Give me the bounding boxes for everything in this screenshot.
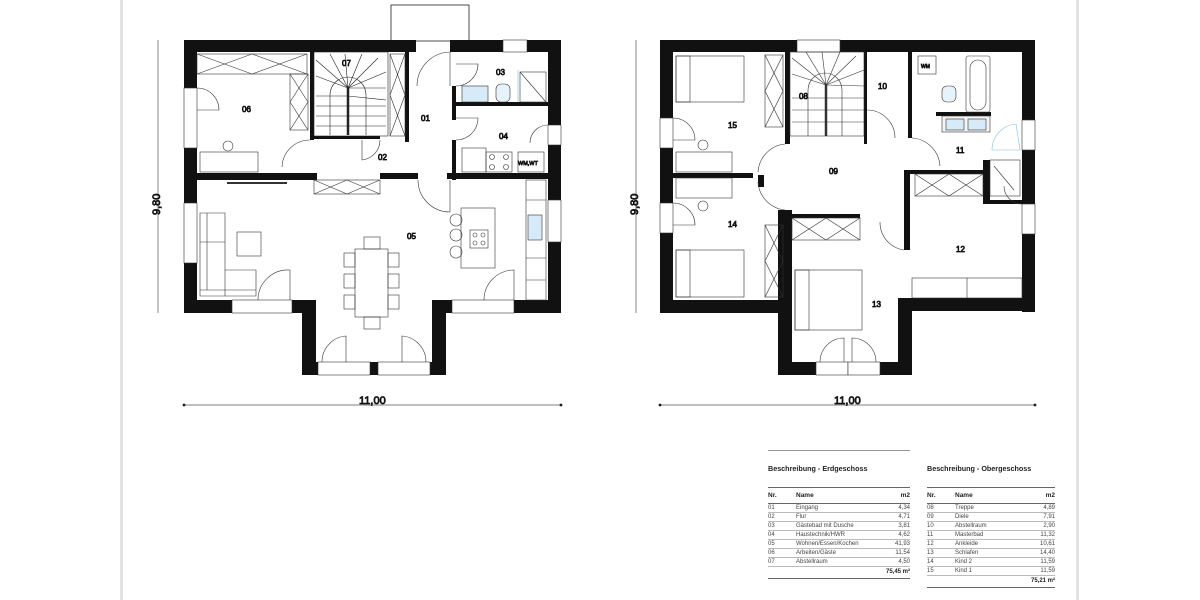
ground-width-dimension: 11,00 [359,395,386,407]
room-label-07: 07 [342,59,351,68]
upper-width-dimension: 11,00 [834,395,861,407]
total-row: 75,45 m² [768,566,910,579]
upper-floor-plan: WM 08 09 10 11 12 13 14 15 9,80 11,00 [629,39,1037,407]
room-label-01: 01 [421,114,430,123]
room-label-04: 04 [499,132,508,141]
room-label-05: 05 [407,232,416,241]
room-label-10: 10 [878,82,887,91]
legend-ground-floor: Beschreibung - Erdgeschoss Nr. Name m2 0… [768,450,910,579]
room-label-11: 11 [956,146,965,155]
total-row: 75,21 m² [927,575,1055,588]
col-area: m2 [900,492,910,499]
legend-title: Beschreibung - Obergeschoss [927,464,1032,473]
room-label-03: 03 [496,68,505,77]
col-nr: Nr. [927,492,936,499]
legend-upper-floor: Beschreibung - Obergeschoss Nr. Name m2 … [927,450,1055,588]
ground-depth-dimension: 9,80 [151,194,163,215]
room-label-14: 14 [728,220,737,229]
washer-label: WM [921,64,930,70]
room-label-13: 13 [872,300,881,309]
room-label-02: 02 [378,153,387,162]
ground-floor-plan: WM,WT 01 02 03 04 [151,4,563,407]
laundry-label: WM,WT [518,161,538,167]
upper-depth-dimension: 9,80 [629,194,641,215]
room-label-06: 06 [242,105,251,114]
legend-divider [768,450,910,451]
page-edge-left [120,0,123,600]
page-edge-right [1076,0,1079,600]
room-label-15: 15 [728,121,737,130]
col-name: Name [955,492,973,499]
upper-walls [660,40,1035,375]
col-name: Name [796,492,814,499]
col-nr: Nr. [768,492,777,499]
room-label-09: 09 [829,167,838,176]
ground-walls [184,40,561,375]
room-label-12: 12 [956,245,965,254]
col-area: m2 [1045,492,1055,499]
legend-title: Beschreibung - Erdgeschoss [768,464,868,473]
ground-staircase [313,51,389,137]
room-label-08: 08 [799,92,808,101]
